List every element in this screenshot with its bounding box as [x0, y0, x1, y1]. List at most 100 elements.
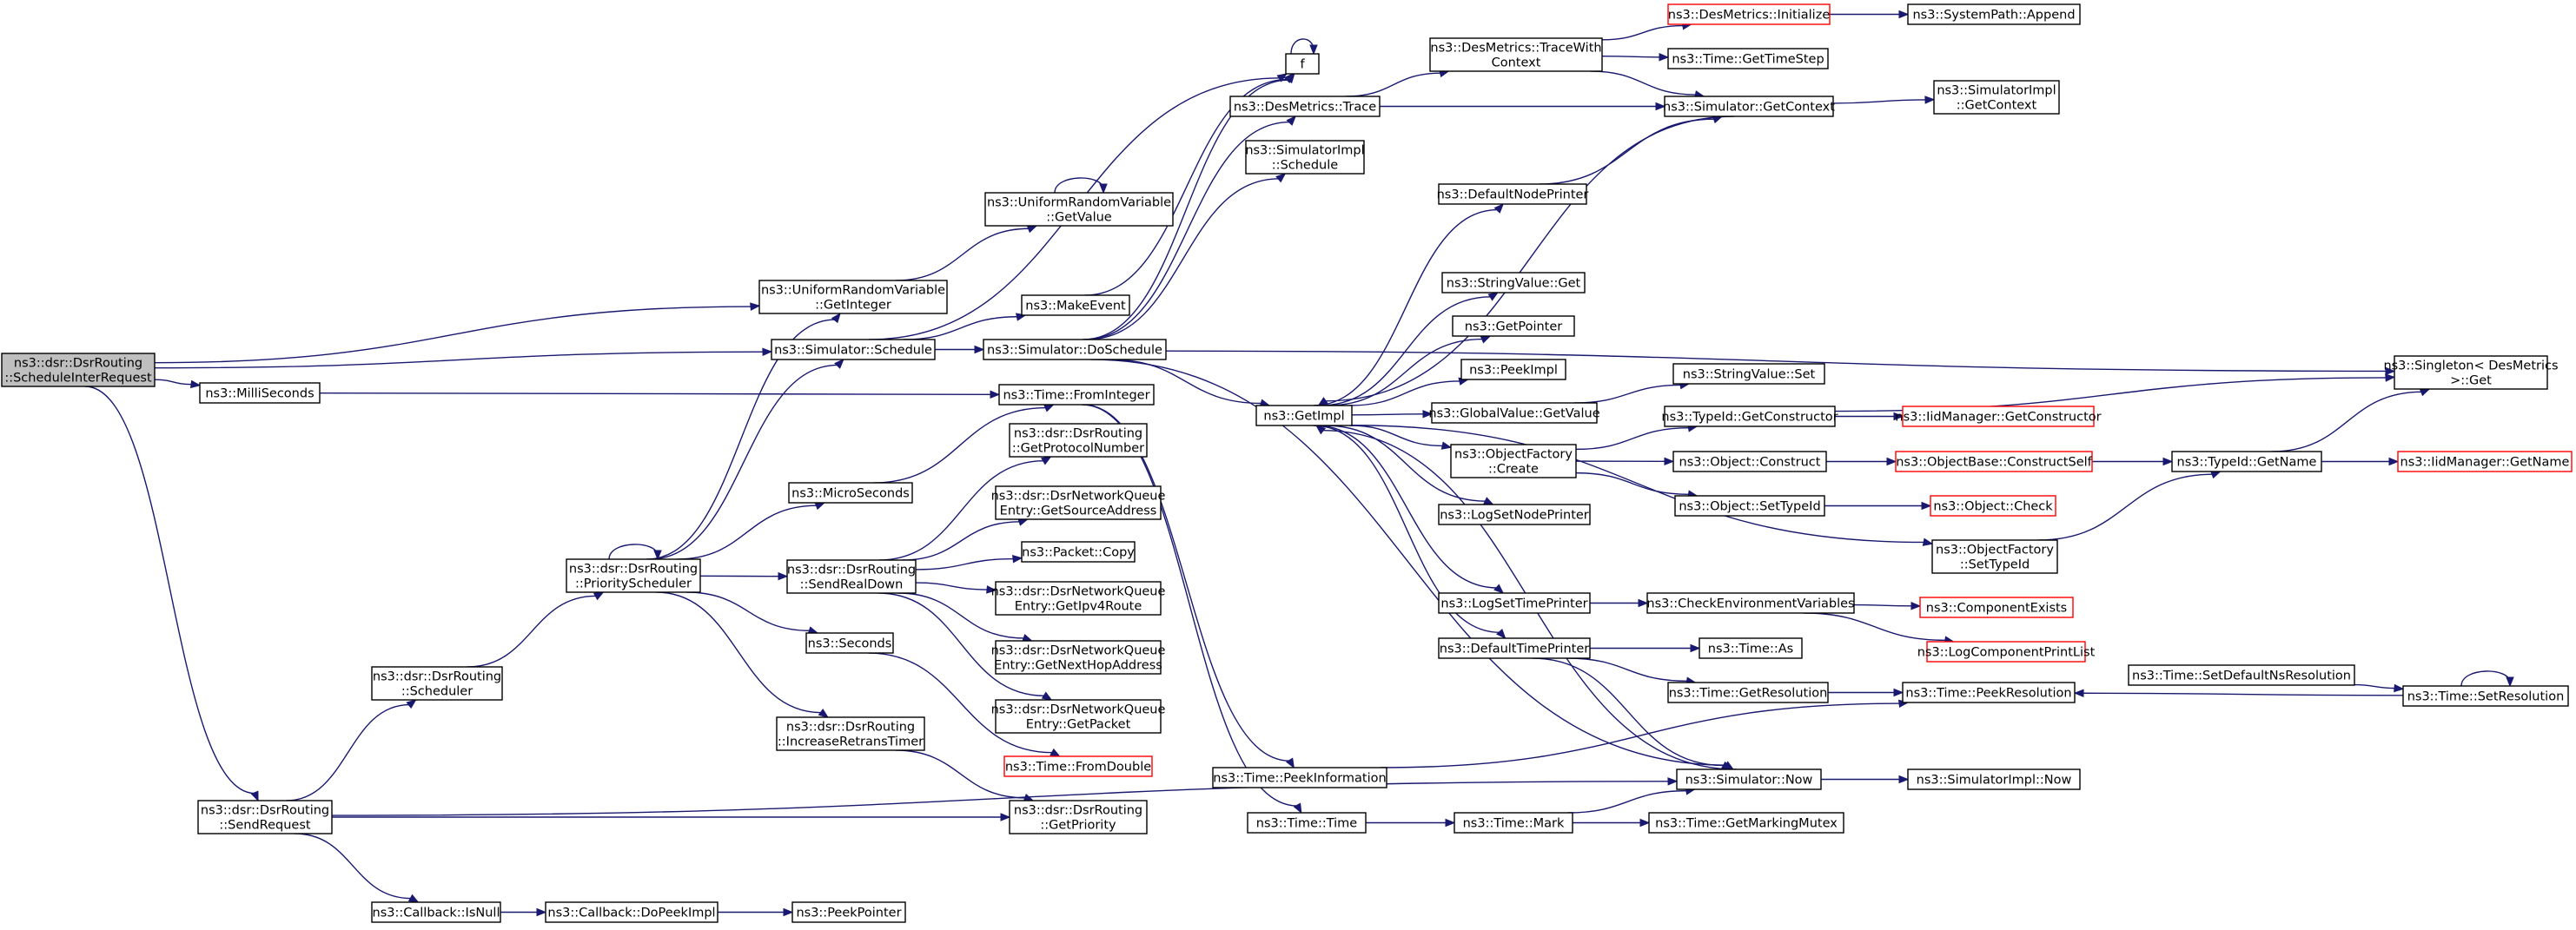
node-box[interactable] — [1907, 768, 2081, 790]
node-box[interactable] — [995, 640, 1162, 675]
node-box[interactable] — [1648, 812, 1844, 834]
node-box[interactable] — [1919, 597, 2074, 618]
node-box[interactable] — [1664, 406, 1836, 427]
node-box[interactable] — [566, 558, 701, 593]
node-box[interactable] — [1902, 682, 2076, 703]
node-getprotocolnumber[interactable]: ns3::dsr::DsrRouting::GetProtocolNumber — [1009, 423, 1148, 458]
node-box[interactable] — [1674, 495, 1825, 517]
node-defaultnodeprinter[interactable]: ns3::DefaultNodePrinter — [1437, 183, 1589, 205]
node-globalvalue-getvalue[interactable]: ns3::GlobalValue::GetValue — [1428, 402, 1600, 424]
node-box[interactable] — [995, 699, 1162, 734]
node-box[interactable] — [995, 581, 1162, 616]
node-box[interactable] — [786, 559, 917, 594]
node-time-fromdouble[interactable]: ns3::Time::FromDouble — [1003, 755, 1153, 777]
node-sim-getcontext[interactable]: ns3::Simulator::GetContext — [1663, 96, 1835, 117]
node-time-peekresolution[interactable]: ns3::Time::PeekResolution — [1902, 682, 2076, 703]
node-box[interactable] — [545, 901, 718, 923]
node-checkenvvars[interactable]: ns3::CheckEnvironmentVariables — [1646, 592, 1855, 614]
node-box[interactable] — [1441, 272, 1586, 294]
node-time-peekinformation[interactable]: ns3::Time::PeekInformation — [1212, 767, 1387, 788]
node-time-time[interactable]: ns3::Time::Time — [1247, 812, 1367, 834]
node-box[interactable] — [1895, 451, 2093, 472]
node-desmetrics-trace[interactable]: ns3::DesMetrics::Trace — [1229, 96, 1381, 117]
node-box[interactable] — [2128, 664, 2355, 686]
node-box[interactable] — [1431, 402, 1598, 424]
node-nq-getipv4route[interactable]: ns3::dsr::DsrNetworkQueueEntry::GetIpv4R… — [991, 581, 1166, 616]
node-simimpl-now[interactable]: ns3::SimulatorImpl::Now — [1907, 768, 2081, 790]
node-time-gettimestep[interactable]: ns3::Time::GetTimeStep — [1667, 48, 1829, 69]
node-box[interactable] — [1646, 592, 1855, 614]
node-box[interactable] — [1450, 444, 1577, 478]
node-box[interactable] — [995, 485, 1162, 520]
node-logcomponentprintlist[interactable]: ns3::LogComponentPrintList — [1917, 641, 2096, 663]
node-urv-getvalue[interactable]: ns3::UniformRandomVariable::GetValue — [984, 192, 1174, 227]
node-box[interactable] — [1009, 423, 1148, 458]
node-logsettimeprinter[interactable]: ns3::LogSetTimePrinter — [1438, 592, 1591, 614]
node-box[interactable] — [983, 339, 1167, 360]
node-sim-now[interactable]: ns3::Simulator::Now — [1676, 768, 1822, 790]
node-box[interactable] — [1438, 504, 1591, 525]
node-box[interactable] — [1699, 637, 1803, 659]
node-box[interactable] — [1664, 96, 1834, 117]
node-nq-getpacket[interactable]: ns3::dsr::DsrNetworkQueueEntry::GetPacke… — [991, 699, 1166, 734]
node-time-setresolution[interactable]: ns3::Time::SetResolution — [2402, 685, 2569, 707]
node-typeid-getconstructor[interactable]: ns3::TypeId::GetConstructor — [1661, 406, 1838, 427]
node-box[interactable] — [1245, 140, 1365, 175]
node-box[interactable] — [1438, 637, 1591, 659]
node-peekimpl[interactable]: ns3::PeekImpl — [1460, 359, 1566, 380]
node-microseconds[interactable]: ns3::MicroSeconds — [788, 482, 913, 504]
node-simimpl-schedule[interactable]: ns3::SimulatorImpl::Schedule — [1245, 140, 1365, 175]
node-packet-copy[interactable]: ns3::Packet::Copy — [1021, 541, 1136, 563]
node-time-mark[interactable]: ns3::Time::Mark — [1454, 812, 1573, 834]
node-seconds[interactable]: ns3::Seconds — [805, 632, 894, 654]
node-box[interactable] — [998, 384, 1155, 406]
node-box[interactable] — [1672, 363, 1825, 385]
node-box[interactable] — [1926, 641, 2086, 663]
node-box[interactable] — [1285, 53, 1320, 75]
node-simimpl-getcontext[interactable]: ns3::SimulatorImpl::GetContext — [1933, 80, 2060, 115]
node-box[interactable] — [1902, 406, 2095, 427]
node-sendrealdown[interactable]: ns3::dsr::DsrRouting::SendRealDown — [786, 559, 917, 594]
node-box[interactable] — [1021, 541, 1136, 563]
node-box[interactable] — [371, 901, 501, 923]
node-box[interactable] — [1907, 3, 2081, 25]
node-sim-schedule[interactable]: ns3::Simulator::Schedule — [771, 339, 936, 360]
node-urv-getinteger[interactable]: ns3::UniformRandomVariable::GetInteger — [758, 280, 948, 314]
node-box[interactable] — [771, 339, 936, 360]
node-systempath-append[interactable]: ns3::SystemPath::Append — [1907, 3, 2081, 25]
node-getpriority[interactable]: ns3::dsr::DsrRouting::GetPriority — [1009, 800, 1148, 834]
node-makeevent[interactable]: ns3::MakeEvent — [1021, 294, 1130, 316]
node-iidmanager-getconstructor[interactable]: ns3::IidManager::GetConstructor — [1895, 406, 2102, 427]
node-milliseconds[interactable]: ns3::MilliSeconds — [199, 382, 321, 404]
node-box[interactable] — [1438, 183, 1587, 205]
node-box[interactable] — [1676, 768, 1822, 790]
node-logsetnodeprinter[interactable]: ns3::LogSetNodePrinter — [1438, 504, 1591, 525]
node-desmetrics-initialize[interactable]: ns3::DesMetrics::Initialize — [1667, 3, 1831, 25]
node-time-getmarkingmutex[interactable]: ns3::Time::GetMarkingMutex — [1648, 812, 1844, 834]
node-time-frominteger[interactable]: ns3::Time::FromInteger — [998, 384, 1155, 406]
node-sim-doschedule[interactable]: ns3::Simulator::DoSchedule — [983, 339, 1167, 360]
node-scheduler[interactable]: ns3::dsr::DsrRouting::Scheduler — [371, 666, 503, 701]
node-getimpl[interactable]: ns3::GetImpl — [1255, 405, 1353, 426]
node-object-construct[interactable]: ns3::Object::Construct — [1672, 451, 1827, 472]
node-box[interactable] — [1021, 294, 1130, 316]
node-box[interactable] — [1931, 539, 2058, 574]
node-box[interactable] — [2394, 355, 2548, 390]
node-box[interactable] — [1, 353, 156, 387]
node-box[interactable] — [1454, 812, 1573, 834]
node-stringvalue-get[interactable]: ns3::StringValue::Get — [1441, 272, 1586, 294]
node-increaseretrans[interactable]: ns3::dsr::DsrRouting::IncreaseRetransTim… — [776, 716, 925, 751]
node-objectfactory-settypeid[interactable]: ns3::ObjectFactory::SetTypeId — [1931, 539, 2058, 574]
node-box[interactable] — [1229, 96, 1381, 117]
node-getpointer[interactable]: ns3::GetPointer — [1452, 315, 1575, 337]
node-box[interactable] — [1212, 767, 1387, 788]
node-box[interactable] — [1672, 451, 1827, 472]
node-box[interactable] — [2397, 451, 2573, 472]
node-objectbase-constructself[interactable]: ns3::ObjectBase::ConstructSelf — [1895, 451, 2093, 472]
node-box[interactable] — [1438, 592, 1591, 614]
node-box[interactable] — [1930, 495, 2056, 517]
node-nq-getnexthop[interactable]: ns3::dsr::DsrNetworkQueueEntry::GetNextH… — [991, 640, 1166, 675]
node-box[interactable] — [1667, 3, 1831, 25]
node-f[interactable]: f — [1285, 53, 1320, 75]
